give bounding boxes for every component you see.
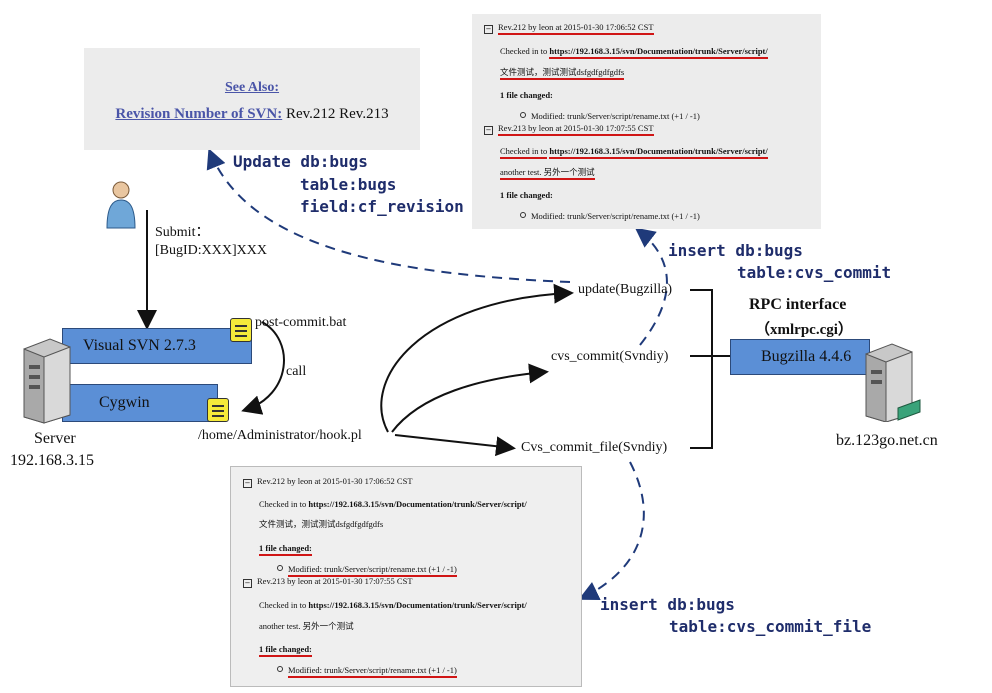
- modified-line: Modified: trunk/Server/script/rename.txt…: [531, 211, 700, 221]
- post-commit-label: post-commit.bat: [255, 315, 347, 330]
- call-label: call: [286, 364, 307, 379]
- insert-file-annotation-line1: insert db:bugs: [600, 595, 735, 614]
- rev212-files-changed-row: 1 file changed:: [500, 91, 553, 100]
- cygwin-label: Cygwin: [99, 394, 150, 411]
- modified-line: Modified: trunk/Server/script/rename.txt…: [288, 665, 457, 678]
- rpc-cgi-label: （xmlrpc.cgi）: [755, 322, 853, 338]
- rev213-header-row: −Rev.213 by leon at 2015-01-30 17:07:55 …: [484, 123, 654, 136]
- cvs-commit-file-function-label: Cvs_commit_file(Svndiy): [521, 440, 668, 455]
- checked-in-prefix: Checked in to: [500, 146, 548, 159]
- revision-number-label[interactable]: Revision Number of SVN:: [115, 106, 283, 122]
- rev212-header-row: −Rev.212 by leon at 2015-01-30 17:06:52 …: [484, 22, 654, 35]
- modified-line: Modified: trunk/Server/script/rename.txt…: [531, 111, 700, 121]
- hook-to-commit-file-arrow: [394, 434, 516, 457]
- rev213-header-row: −Rev.213 by leon at 2015-01-30 17:07:55 …: [243, 577, 413, 588]
- rpc-interface-title: RPC interface: [749, 296, 847, 313]
- rev213-files-changed-row: 1 file changed:: [500, 191, 553, 200]
- server-icon: [23, 338, 71, 424]
- see-also-title[interactable]: See Also:: [224, 80, 280, 95]
- hook-label: /home/Administrator/hook.pl: [198, 428, 362, 443]
- collapse-icon[interactable]: −: [243, 479, 252, 488]
- hook-file-icon: [207, 398, 229, 422]
- submit-label: Submit：: [155, 225, 210, 240]
- rev212-modified-row: Modified: trunk/Server/script/rename.txt…: [520, 112, 700, 121]
- checked-in-url[interactable]: https://192.168.3.15/svn/Documentation/t…: [549, 46, 768, 59]
- rev213-header: Rev.213 by leon at 2015-01-30 17:07:55 C…: [257, 576, 413, 586]
- update-dashed-arrow: [206, 148, 571, 283]
- checked-in-prefix: Checked in to: [259, 499, 307, 509]
- see-also-panel: See Also: Revision Number of SVN: Rev.21…: [84, 48, 420, 150]
- rev213-message-row: another test. 另外一个测试: [259, 622, 354, 631]
- rev212-message-row: 文件测试，测试测试dsfgdfgdfgdfs: [259, 520, 383, 529]
- call-arrow: [241, 321, 285, 415]
- rev212-message: 文件测试，测试测试dsfgdfgdfgdfs: [500, 67, 625, 80]
- rev212-message-row: 文件测试，测试测试dsfgdfgdfgdfs: [500, 67, 625, 80]
- hook-to-cvs-commit-arrow: [391, 363, 549, 433]
- rev212-checked-in-row: Checked in to https://192.168.3.15/svn/D…: [500, 46, 768, 59]
- rev213-checked-in-row: Checked in to https://192.168.3.15/svn/D…: [500, 146, 768, 159]
- post-commit-file-icon: [230, 318, 252, 342]
- bugzilla-server-icon: [865, 343, 921, 422]
- rev212-message: 文件测试，测试测试dsfgdfgdfgdfs: [259, 519, 384, 529]
- rev212-modified-row: Modified: trunk/Server/script/rename.txt…: [277, 564, 457, 577]
- modified-line: Modified: trunk/Server/script/rename.txt…: [288, 564, 457, 577]
- collapse-icon[interactable]: −: [484, 126, 493, 135]
- commit-file-dashed-arrow: [578, 461, 645, 601]
- files-changed: 1 file changed:: [500, 190, 553, 200]
- rev213-modified-row: Modified: trunk/Server/script/rename.txt…: [520, 212, 700, 221]
- rev213-header: Rev.213 by leon at 2015-01-30 17:07:55 C…: [498, 123, 654, 136]
- server-ip: 192.168.3.15: [10, 452, 94, 469]
- rev213-message-row: another test. 另外一个测试: [500, 167, 595, 180]
- rev212-header: Rev.212 by leon at 2015-01-30 17:06:52 C…: [257, 476, 413, 486]
- revision-number-row: Revision Number of SVN: Rev.212 Rev.213: [84, 106, 420, 123]
- rev212-header-row: −Rev.212 by leon at 2015-01-30 17:06:52 …: [243, 477, 413, 488]
- rpc-bracket: [690, 289, 713, 449]
- rev212-files-changed-row: 1 file changed:: [259, 543, 312, 556]
- checked-in-url[interactable]: https://192.168.3.15/svn/Documentation/t…: [308, 600, 527, 610]
- revision-panel-top: −Rev.212 by leon at 2015-01-30 17:06:52 …: [472, 14, 821, 229]
- revision-links[interactable]: Rev.212 Rev.213: [285, 106, 389, 122]
- checked-in-url[interactable]: https://192.168.3.15/svn/Documentation/t…: [549, 146, 768, 159]
- rev213-message: another test. 另外一个测试: [259, 621, 354, 631]
- checked-in-prefix: Checked in to: [500, 46, 548, 56]
- bullet-icon: [277, 565, 283, 571]
- insert-commit-annotation-line2: table:cvs_commit: [737, 263, 892, 282]
- insert-commit-annotation-line1: insert db:bugs: [668, 241, 803, 260]
- bugzilla-bar: Bugzilla 4.4.6: [730, 339, 870, 375]
- rev212-checked-in-row: Checked in to https://192.168.3.15/svn/D…: [259, 500, 527, 509]
- files-changed: 1 file changed:: [259, 644, 312, 657]
- rev212-header: Rev.212 by leon at 2015-01-30 17:06:52 C…: [498, 22, 654, 35]
- update-annotation-line1: Update db:bugs: [233, 152, 368, 171]
- rev213-modified-row: Modified: trunk/Server/script/rename.txt…: [277, 665, 457, 678]
- submit-format: [BugID:XXX]XXX: [155, 243, 267, 258]
- bugzilla-version: Bugzilla 4.4.6: [761, 348, 852, 365]
- rev213-files-changed-row: 1 file changed:: [259, 644, 312, 657]
- rev213-checked-in-row: Checked in to https://192.168.3.15/svn/D…: [259, 601, 527, 610]
- files-changed: 1 file changed:: [500, 90, 553, 100]
- collapse-icon[interactable]: −: [243, 579, 252, 588]
- cygwin-bar: Cygwin: [62, 384, 218, 422]
- visual-svn-bar: Visual SVN 2.7.3: [62, 328, 252, 364]
- update-annotation-line3: field:cf_revision: [300, 197, 464, 216]
- bullet-icon: [520, 212, 526, 218]
- cvs-commit-function-label: cvs_commit(Svndiy): [551, 349, 669, 364]
- collapse-icon[interactable]: −: [484, 25, 493, 34]
- bullet-icon: [277, 666, 283, 672]
- checked-in-prefix: Checked in to: [259, 600, 307, 610]
- bullet-icon: [520, 112, 526, 118]
- hook-to-update-arrow: [380, 283, 574, 433]
- update-function-label: update(Bugzilla): [578, 282, 673, 297]
- files-changed: 1 file changed:: [259, 543, 312, 556]
- visual-svn-label: Visual SVN 2.7.3: [83, 337, 196, 354]
- rev213-message: another test. 另外一个测试: [500, 167, 595, 180]
- bugzilla-host: bz.123go.net.cn: [836, 432, 938, 449]
- server-name: Server: [34, 430, 76, 447]
- update-annotation-line2: table:bugs: [300, 175, 397, 194]
- checked-in-url[interactable]: https://192.168.3.15/svn/Documentation/t…: [308, 499, 527, 509]
- cvs-commit-dashed-arrow: [634, 227, 668, 346]
- insert-file-annotation-line2: table:cvs_commit_file: [669, 617, 872, 636]
- user-icon: [106, 181, 136, 229]
- revision-panel-bottom: −Rev.212 by leon at 2015-01-30 17:06:52 …: [230, 466, 582, 687]
